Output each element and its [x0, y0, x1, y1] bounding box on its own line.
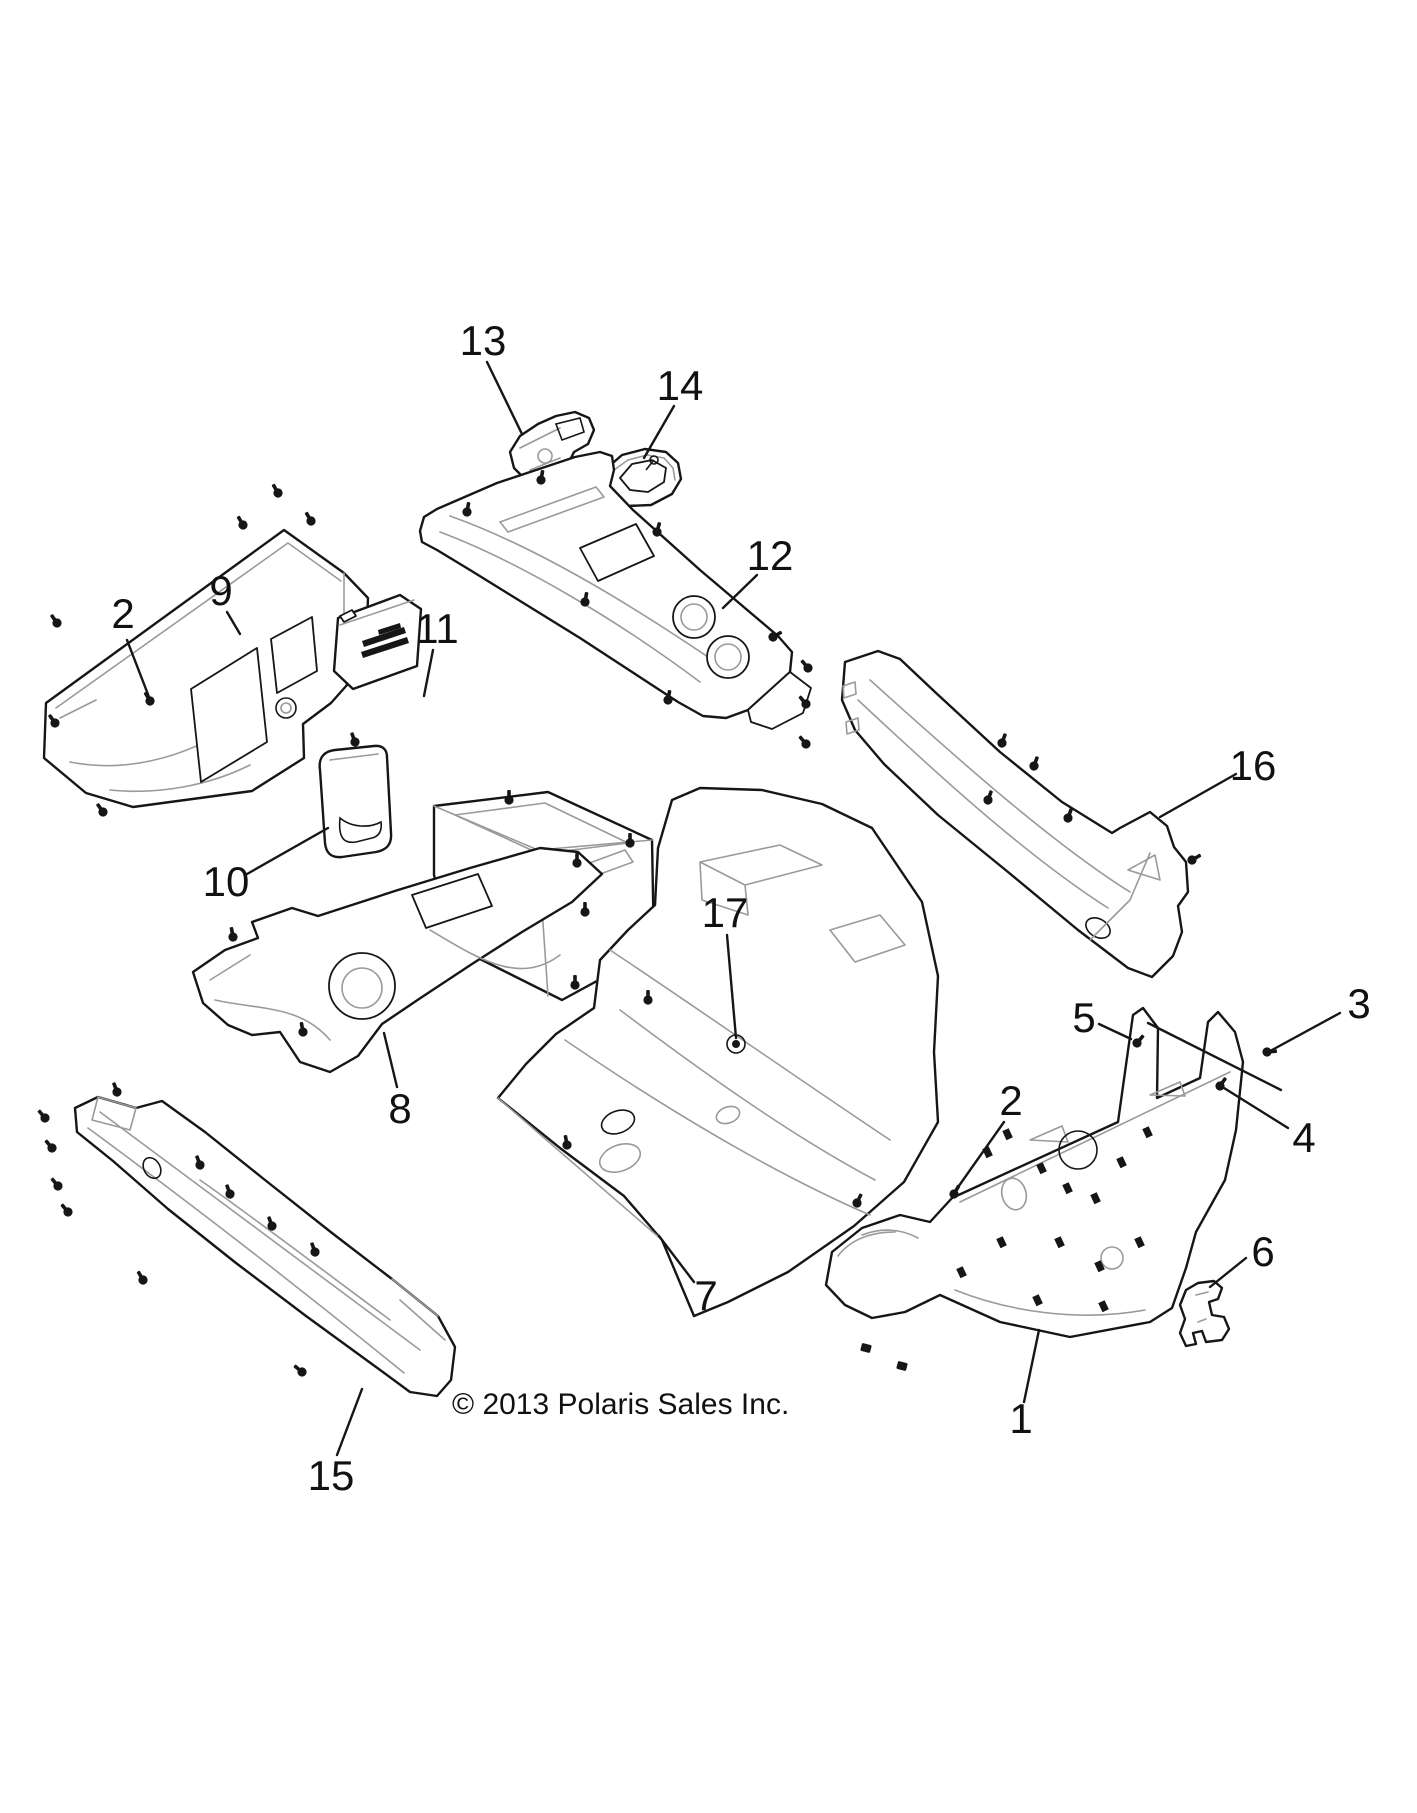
leader-line-14	[642, 404, 676, 460]
leader-line-2-left	[125, 638, 151, 699]
part-rear-panel	[42, 528, 370, 809]
callout-15: 15	[308, 1452, 355, 1499]
clip-icon	[860, 1342, 872, 1354]
part-rocker-right-16	[840, 649, 1190, 979]
callout-17: 17	[702, 889, 749, 936]
part-floor-console-8	[191, 790, 656, 1074]
part-firewall-panel-1	[824, 1006, 1245, 1372]
leader-line-7	[657, 1234, 696, 1284]
callout-14: 14	[657, 362, 704, 409]
part-console-12	[418, 450, 812, 730]
callout-3: 3	[1347, 980, 1370, 1027]
leader-line-2-right	[954, 1120, 1006, 1192]
callout-labels: 1 2 2 3 4 5 6 7 8 9 10 11 12 13 14 15 16…	[111, 317, 1370, 1499]
leader-line-9	[225, 610, 242, 636]
leader-line-13	[485, 360, 524, 436]
leader-lines	[125, 360, 1342, 1457]
copyright-text: © 2013 Polaris Sales Inc.	[452, 1388, 789, 1421]
leader-line-16	[1158, 772, 1238, 819]
leader-line-4b	[1146, 1021, 1283, 1092]
callout-16: 16	[1230, 742, 1277, 789]
leader-line-8	[382, 1031, 399, 1089]
callout-2-right: 2	[999, 1077, 1022, 1124]
leader-line-1	[1022, 1328, 1041, 1404]
leader-line-4	[1222, 1086, 1290, 1130]
part-cover-10	[318, 744, 393, 859]
callout-13: 13	[460, 317, 507, 364]
part-access-door-11	[332, 593, 423, 691]
callout-5: 5	[1072, 994, 1095, 1041]
callout-2-left: 2	[111, 590, 134, 637]
part-rocker-left-15	[73, 1095, 457, 1398]
leader-line-17	[725, 933, 738, 1040]
leader-line-10	[245, 826, 330, 876]
callout-4: 4	[1292, 1114, 1315, 1161]
clip-icon	[896, 1360, 908, 1372]
callout-10: 10	[203, 858, 250, 905]
callout-7: 7	[694, 1272, 717, 1319]
leader-line-5	[1097, 1022, 1133, 1041]
part-bracket-6	[1178, 1279, 1231, 1348]
leader-line-15	[335, 1387, 364, 1457]
leader-line-11	[422, 648, 435, 698]
callout-11: 11	[415, 605, 459, 652]
leader-line-12	[721, 573, 759, 610]
callout-9: 9	[209, 567, 232, 614]
callout-6: 6	[1251, 1228, 1274, 1275]
callout-8: 8	[388, 1085, 411, 1132]
callout-12: 12	[747, 532, 794, 579]
callout-1: 1	[1009, 1395, 1032, 1442]
leader-line-6	[1208, 1256, 1248, 1289]
leader-line-3	[1270, 1011, 1342, 1052]
